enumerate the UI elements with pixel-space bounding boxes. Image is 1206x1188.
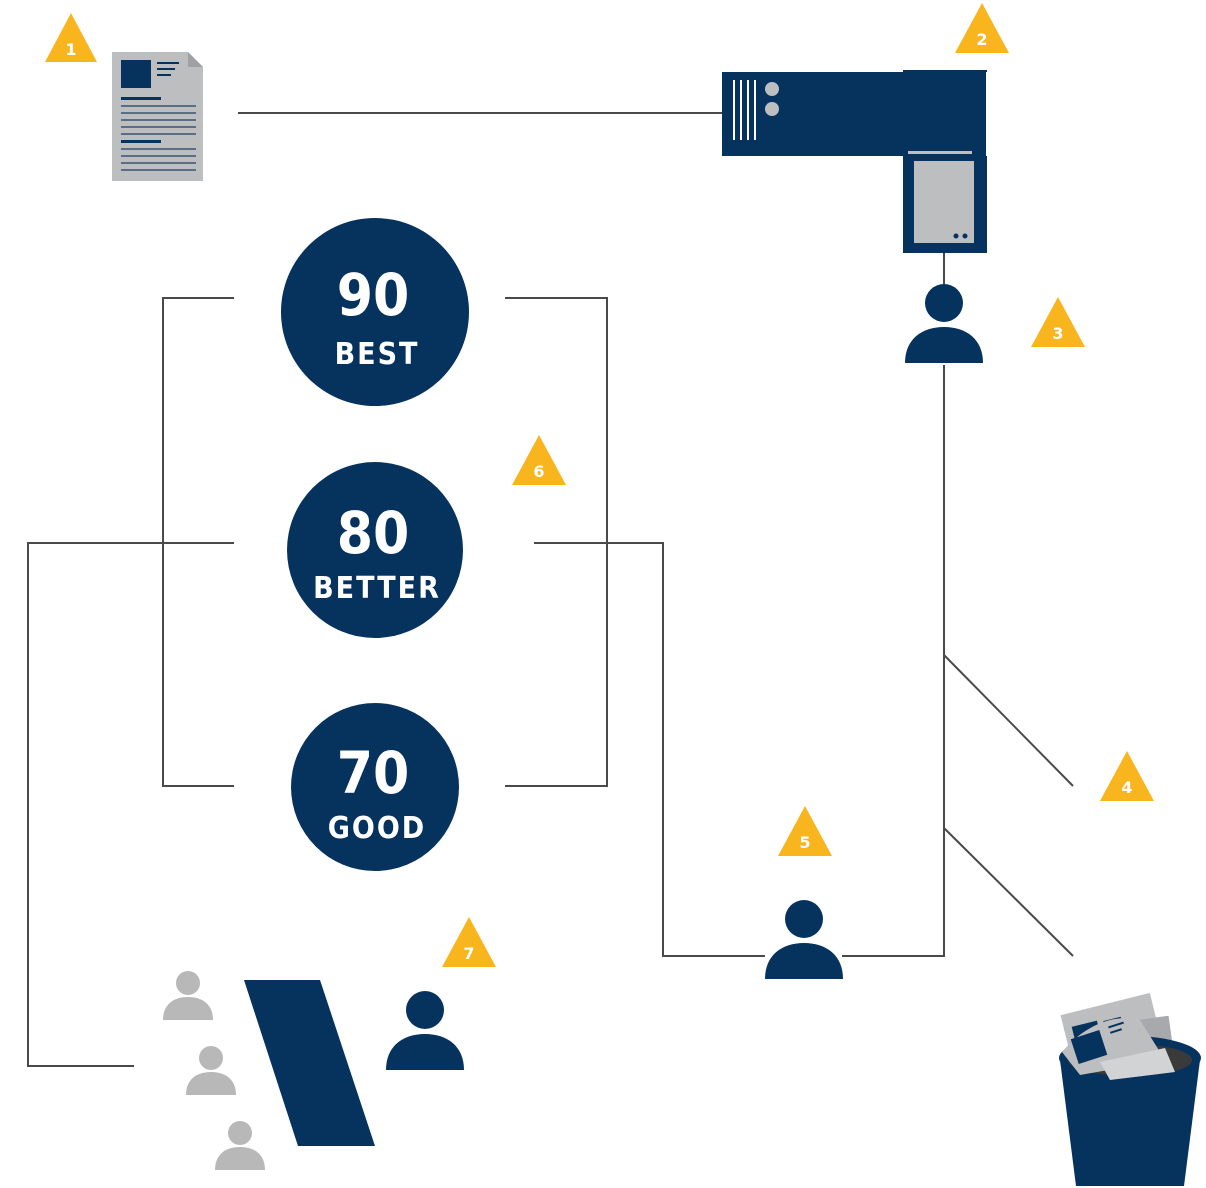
step-badge-6: 6 <box>512 435 566 485</box>
server-icon <box>722 70 987 253</box>
gate-barrier-icon <box>244 980 375 1146</box>
step-badge-3: 3 <box>1031 297 1085 347</box>
tier-number: 90 <box>337 261 410 329</box>
connector-lines <box>27 112 1074 1067</box>
tier-label: BETTER <box>313 571 441 606</box>
svg-text:5: 5 <box>799 833 810 852</box>
trash-can-icon <box>1059 992 1201 1186</box>
svg-text:6: 6 <box>533 462 544 481</box>
tier-number: 80 <box>337 499 410 567</box>
step-badge-4: 4 <box>1100 751 1154 801</box>
queued-person-icon <box>186 1046 236 1095</box>
svg-text:7: 7 <box>463 944 474 963</box>
step-badge-5: 5 <box>778 806 832 856</box>
svg-text:2: 2 <box>976 30 987 49</box>
step-badge-1: 1 <box>45 13 97 62</box>
svg-text:1: 1 <box>65 40 76 59</box>
tier-90-circle: 90 BEST <box>281 218 469 406</box>
svg-text:4: 4 <box>1121 778 1132 797</box>
step-badge-2: 2 <box>955 3 1009 53</box>
tier-number: 70 <box>337 739 410 807</box>
person-icon <box>386 991 464 1070</box>
document-icon <box>112 52 203 181</box>
queued-person-icon <box>163 971 213 1020</box>
tier-80-circle: 80 BETTER <box>287 462 463 638</box>
tier-label: BEST <box>335 337 420 372</box>
person-icon <box>765 900 843 979</box>
svg-text:3: 3 <box>1052 324 1063 343</box>
step-badge-7: 7 <box>442 917 496 967</box>
tier-70-circle: 70 GOOD <box>291 703 459 871</box>
person-icon <box>905 284 983 363</box>
queued-person-icon <box>215 1121 265 1170</box>
tier-label: GOOD <box>328 811 426 846</box>
